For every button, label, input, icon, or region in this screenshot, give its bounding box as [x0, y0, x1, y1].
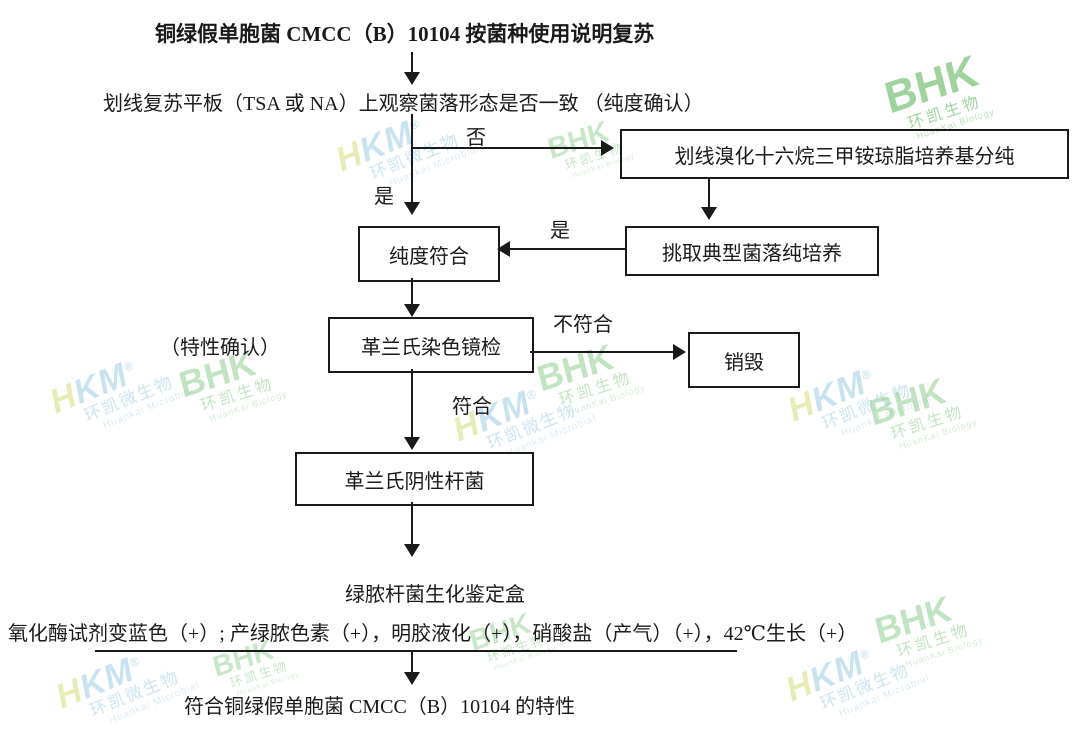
arrowhead-down-icon: [701, 207, 717, 220]
arrow-gramnegative-to-kit: [411, 502, 413, 546]
label-not-conform: 不符合: [553, 314, 613, 336]
box-purity-ok: 纯度符合: [358, 226, 500, 282]
hkm-cn-text: 环凯微生物: [87, 667, 183, 721]
hkm-cn-text: 环凯微生物: [484, 400, 580, 454]
bhk-cn-text: 环凯生物: [888, 403, 967, 444]
arrow-purity-to-gramstain: [411, 278, 413, 306]
label-yes-left: 是: [374, 186, 394, 208]
hkm-en-text: Huankai Microbial: [101, 384, 196, 431]
hkm-cn-text: 环凯微生物: [819, 380, 915, 434]
label-no: 否: [466, 127, 486, 149]
arrowhead-down-icon: [404, 672, 420, 685]
box-streak-purify: 划线溴化十六烷三甲铵琼脂培养基分纯: [620, 129, 1069, 179]
bhk-logo-icon: BHK: [864, 369, 950, 434]
label-yes-mid: 是: [550, 220, 570, 242]
biochem-kit-text: 绿脓杆菌生化鉴定盒: [345, 584, 525, 606]
box-gram-stain: 革兰氏染色镜检: [328, 317, 534, 373]
arrowhead-down-icon: [404, 202, 420, 215]
final-conclusion-text: 符合铜绿假单胞菌 CMCC（B）10104 的特性: [184, 696, 576, 718]
edge-gramstain-to-destroy: [530, 351, 675, 353]
bhk-logo-watermark: BHK 环凯生物 HuanKai Biology: [865, 366, 980, 458]
arrow-observe-to-purity: [411, 114, 413, 204]
arrow-gramstain-to-gramnegative: [411, 369, 413, 439]
biochem-results-text: 氧化酶试剂变蓝色（+）; 产绿脓色素（+），明胶液化（+），硝酸盐（产气）（+）…: [8, 623, 858, 645]
bhk-en-text: HuanKai Biology: [208, 388, 289, 424]
label-conform: 符合: [452, 396, 492, 418]
bhk-en-text: HuanKai Biology: [492, 644, 558, 672]
bhk-logo-icon: BHK: [532, 335, 618, 400]
arrowhead-left-icon: [497, 241, 510, 257]
bhk-en-text: HuanKai Biology: [898, 416, 979, 452]
hkm-logo-watermark: HKM® 环凯微生物 Huankai Microbial: [782, 345, 934, 454]
bhk-cn-text: 环凯生物: [556, 369, 635, 410]
arrowhead-right-icon: [601, 140, 614, 156]
bhk-logo-icon: BHK: [544, 114, 612, 166]
arrow-to-final: [411, 652, 413, 674]
arrowhead-down-icon: [404, 544, 420, 557]
hkm-cn-text: 环凯微生物: [81, 372, 177, 426]
arrowhead-down-icon: [404, 437, 420, 450]
bhk-cn-text: 环凯生物: [228, 659, 291, 691]
box-pick-colony: 挑取典型菌落纯培养: [625, 226, 879, 276]
bhk-cn-text: 环凯生物: [894, 621, 973, 662]
arrowhead-down-icon: [404, 304, 420, 317]
page-title: 铜绿假单胞菌 CMCC（B）10104 按菌种使用说明复苏: [155, 22, 655, 46]
hkm-cn-text: 环凯微生物: [367, 130, 463, 184]
box-gram-negative: 革兰氏阴性杆菌: [295, 452, 534, 506]
bhk-logo-watermark: BHK 环凯生物 HuanKai Biology: [533, 332, 648, 424]
bhk-cn-text: 环凯生物: [198, 375, 277, 416]
bhk-en-text: HuanKai Biology: [566, 382, 647, 418]
bhk-cn-text: 环凯生物: [906, 93, 984, 133]
arrowhead-down-icon: [404, 72, 420, 85]
bhk-logo-watermark: BHK 环凯生物 HuanKai Biology: [871, 584, 986, 676]
edge-pick-to-purity: [510, 248, 625, 250]
hkm-cn-text: 环凯微生物: [817, 660, 913, 714]
box-destroy: 销毁: [688, 332, 800, 388]
label-trait-confirm: （特性确认）: [160, 337, 280, 359]
arrow-title-to-observe: [411, 52, 413, 74]
hkm-en-text: Huankai Microbial: [839, 392, 934, 439]
hkm-logo-watermark: HKM® 环凯微生物 Huankai Microbial: [50, 632, 201, 732]
hkm-en-text: Huankai Microbial: [837, 672, 932, 719]
step-observe-text: 划线复苏平板（TSA 或 NA）上观察菌落形态是否一致 （纯度确认）: [103, 93, 704, 115]
hkm-logo-icon: HKM®: [782, 363, 874, 430]
arrow-streak-to-pick: [708, 179, 710, 209]
divider-line: [95, 650, 737, 652]
bhk-en-text: HuanKai Biology: [904, 634, 985, 670]
bhk-logo-icon: BHK: [870, 587, 956, 652]
bhk-logo-icon: BHK: [880, 46, 983, 124]
arrowhead-right-icon: [673, 344, 686, 360]
edge-no-branch: [413, 147, 603, 149]
